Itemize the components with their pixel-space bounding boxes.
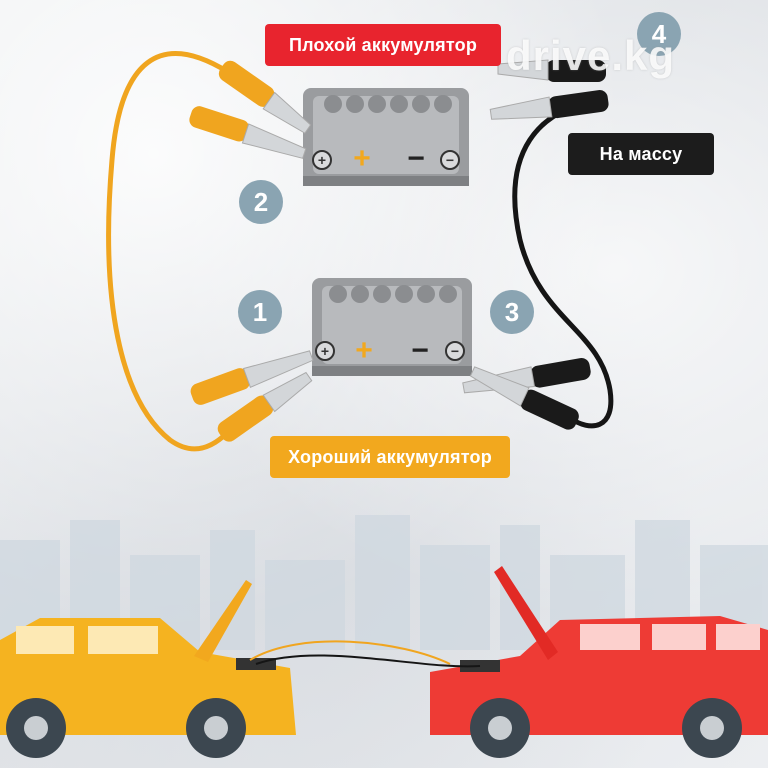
bad-battery-label: Плохой аккумулятор [265, 24, 501, 66]
yellow-clamp-bad-top [218, 60, 312, 134]
yellow-clamp-good-bottom [217, 371, 313, 442]
site-watermark: drive.kg [506, 32, 676, 79]
yellow-clamp-good-top [190, 350, 314, 405]
yellow-clamp-bad-bottom [189, 106, 307, 159]
car-black-cable [255, 654, 481, 668]
black-clamp-ground-bottom [489, 90, 609, 120]
step-4-badge: 4 [637, 12, 681, 56]
bad-battery: + − [303, 88, 469, 186]
good-battery-minus-sign: − [411, 334, 429, 367]
black-clamp-good-bottom [469, 366, 579, 430]
yellow-cable [106, 51, 230, 452]
svg-text:−: − [446, 152, 454, 168]
good-battery: + − [312, 278, 472, 376]
step-2-badge: 2 [239, 180, 283, 224]
ground-label: На массу [568, 133, 714, 175]
black-cable [512, 97, 614, 429]
bad-battery-plus-sign: + [353, 142, 371, 175]
svg-text:−: − [451, 343, 459, 359]
step-1-badge: 1 [238, 290, 282, 334]
svg-text:+: + [321, 343, 329, 359]
svg-text:+: + [318, 152, 326, 168]
good-battery-plus-sign: + [355, 334, 373, 367]
yellow-car [0, 580, 296, 758]
car-yellow-cable [249, 640, 451, 665]
good-battery-label: Хороший аккумулятор [270, 436, 510, 478]
bad-battery-minus-sign: − [407, 142, 425, 175]
step-3-badge: 3 [490, 290, 534, 334]
red-car [430, 566, 768, 758]
black-clamp-ground-top [497, 59, 606, 82]
